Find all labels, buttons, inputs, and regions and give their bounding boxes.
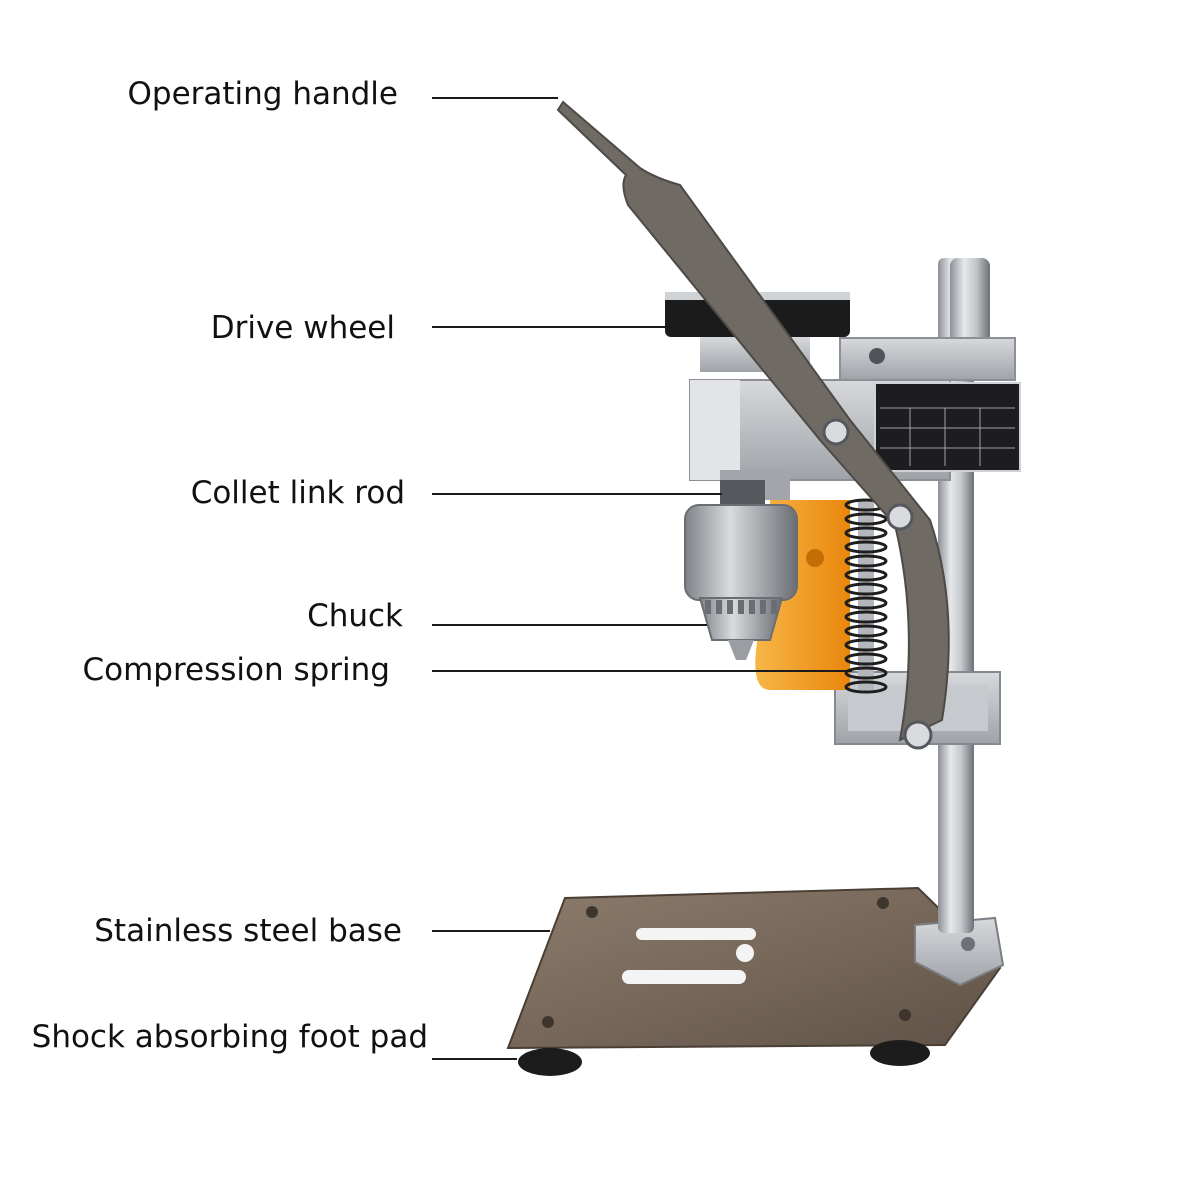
- stainless-steel-base-plate: [506, 886, 1002, 1050]
- operating-handle: [556, 100, 950, 750]
- chuck-tooth: [749, 600, 755, 614]
- label-shock-absorbing-foot-pad: Shock absorbing foot pad: [31, 1019, 428, 1055]
- label-stainless-steel-base: Stainless steel base: [94, 913, 402, 949]
- shock-absorbing-foot-pads: [518, 1040, 930, 1076]
- leader-shock-absorbing-foot-pad: [432, 1058, 517, 1060]
- leader-operating-handle: [432, 97, 558, 99]
- chuck-tooth: [705, 600, 711, 614]
- spring-coil: [844, 638, 888, 652]
- spring-coil: [844, 582, 888, 596]
- spring-coil: [844, 610, 888, 624]
- spring-coil: [844, 624, 888, 638]
- leader-chuck: [432, 624, 707, 626]
- leader-stainless-steel-base: [432, 930, 550, 932]
- chuck-tooth: [727, 600, 733, 614]
- chuck-tooth: [716, 600, 722, 614]
- label-collet-link-rod: Collet link rod: [190, 475, 405, 511]
- leader-drive-wheel: [432, 326, 677, 328]
- label-operating-handle: Operating handle: [127, 76, 399, 112]
- spring-coil: [844, 568, 888, 582]
- spring-coil: [844, 652, 888, 666]
- label-compression-spring: Compression spring: [82, 652, 390, 688]
- leader-collet-link-rod: [432, 493, 722, 495]
- leader-compression-spring: [432, 670, 852, 672]
- chuck-tooth: [760, 600, 766, 614]
- spring-coil: [844, 526, 888, 540]
- spring-coil: [844, 666, 888, 680]
- spring-coil: [844, 540, 888, 554]
- spring-coil: [844, 512, 888, 526]
- column-base-clamp: [914, 916, 1005, 987]
- spring-coil: [844, 596, 888, 610]
- nameplate: [874, 382, 1021, 472]
- chuck-tooth: [738, 600, 744, 614]
- label-drive-wheel: Drive wheel: [210, 310, 395, 346]
- compression-spring: [844, 498, 888, 694]
- spring-coil: [844, 554, 888, 568]
- spring-coil: [844, 680, 888, 694]
- chuck: [684, 480, 798, 660]
- label-chuck: Chuck: [307, 598, 403, 634]
- chuck-tooth: [771, 600, 777, 614]
